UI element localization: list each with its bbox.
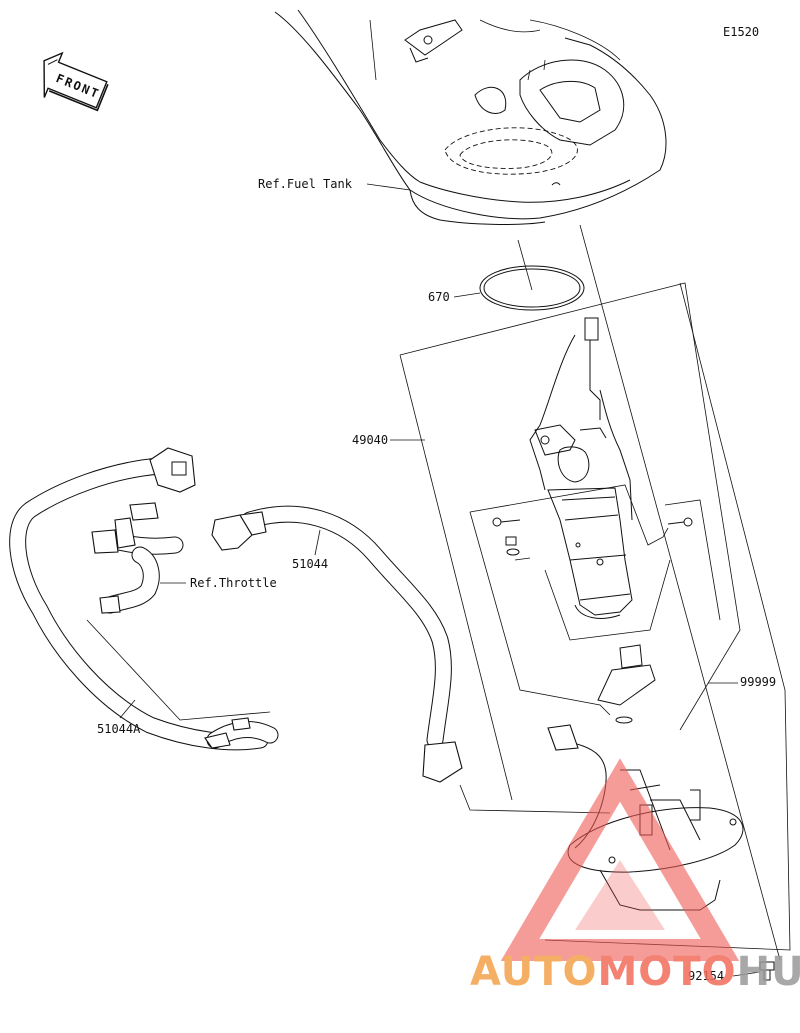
watermark-auto: AUTO <box>470 949 598 995</box>
nut-parts <box>505 536 520 556</box>
hose-51044a <box>9 457 279 751</box>
fuel-pump <box>529 317 633 619</box>
front-arrow-icon: FRONT <box>43 51 109 112</box>
watermark-logo-icon <box>500 758 740 961</box>
watermark: AUTOMOTOHUB <box>470 758 800 995</box>
label-bolt: 92154 <box>688 969 724 983</box>
label-throttle-ref: Ref.Throttle <box>190 576 277 590</box>
watermark-moto: MOTO <box>598 949 737 995</box>
o-ring <box>479 265 585 311</box>
label-pump-assy: 49040 <box>352 433 388 447</box>
fuel-filter <box>597 644 656 724</box>
hose-51044 <box>211 505 463 783</box>
label-hose-main: 51044 <box>292 557 328 571</box>
label-fuel-tank-ref: Ref.Fuel Tank <box>258 177 353 191</box>
quick-connector-top <box>149 447 196 493</box>
fuel-tank <box>274 9 667 225</box>
diagram-code: E1520 <box>723 25 759 39</box>
label-hose-return: 51044A <box>97 722 141 736</box>
screw-right <box>667 517 693 527</box>
svg-text:AUTOMOTOHUB: AUTOMOTOHUB <box>470 949 800 995</box>
screw-left <box>492 517 521 527</box>
label-kit: 99999 <box>740 675 776 689</box>
watermark-hub: HUB <box>737 949 800 995</box>
throttle-fitting <box>91 502 184 614</box>
bolt <box>759 961 775 981</box>
label-oring: 670 <box>428 290 450 304</box>
